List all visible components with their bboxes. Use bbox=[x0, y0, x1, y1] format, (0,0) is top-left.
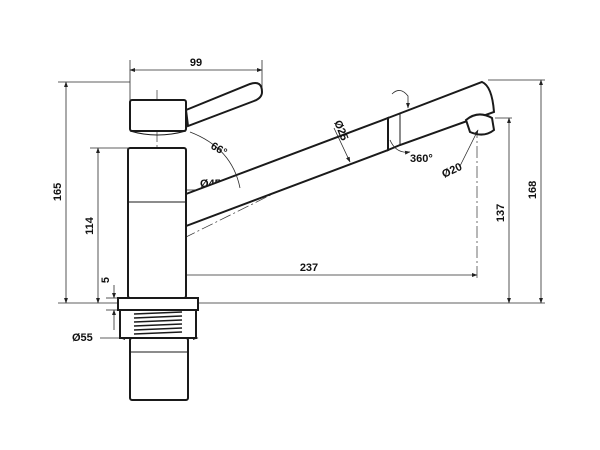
dimension-overall-height-label: 168 bbox=[527, 181, 539, 199]
dimension-reach: 237 bbox=[156, 262, 478, 277]
dimension-reach-label: 237 bbox=[300, 262, 318, 274]
dimension-outlet-height: 137 bbox=[495, 117, 511, 304]
dimension-base-height-label: 5 bbox=[100, 277, 112, 283]
dimension-spout-offset: 99 bbox=[129, 57, 263, 72]
dimension-total-height-label: 165 bbox=[52, 183, 64, 201]
faucet-body bbox=[127, 147, 187, 299]
dimension-body-height-label: 114 bbox=[84, 216, 96, 235]
dimension-total-height: 165 bbox=[52, 81, 68, 304]
spout bbox=[179, 80, 496, 228]
mounting-shank bbox=[129, 337, 189, 401]
dimension-overall-height: 168 bbox=[527, 79, 543, 304]
dimension-outlet-height-label: 137 bbox=[495, 204, 507, 222]
handle-lever bbox=[129, 82, 264, 136]
dimension-aerator-diameter-label: Ø20 bbox=[440, 161, 464, 181]
dimension-aerator-diameter: Ø20 bbox=[440, 129, 479, 181]
mounting-base bbox=[117, 297, 199, 311]
spout-rotation-label: 360° bbox=[410, 153, 433, 165]
dimension-body-height: 114 bbox=[84, 147, 100, 304]
rotation-indicator: 360° bbox=[389, 90, 433, 165]
threaded-connector bbox=[119, 309, 197, 339]
dimension-spout-offset-label: 99 bbox=[190, 57, 202, 69]
dimension-mount-diameter-label: Ø55 bbox=[72, 332, 93, 344]
